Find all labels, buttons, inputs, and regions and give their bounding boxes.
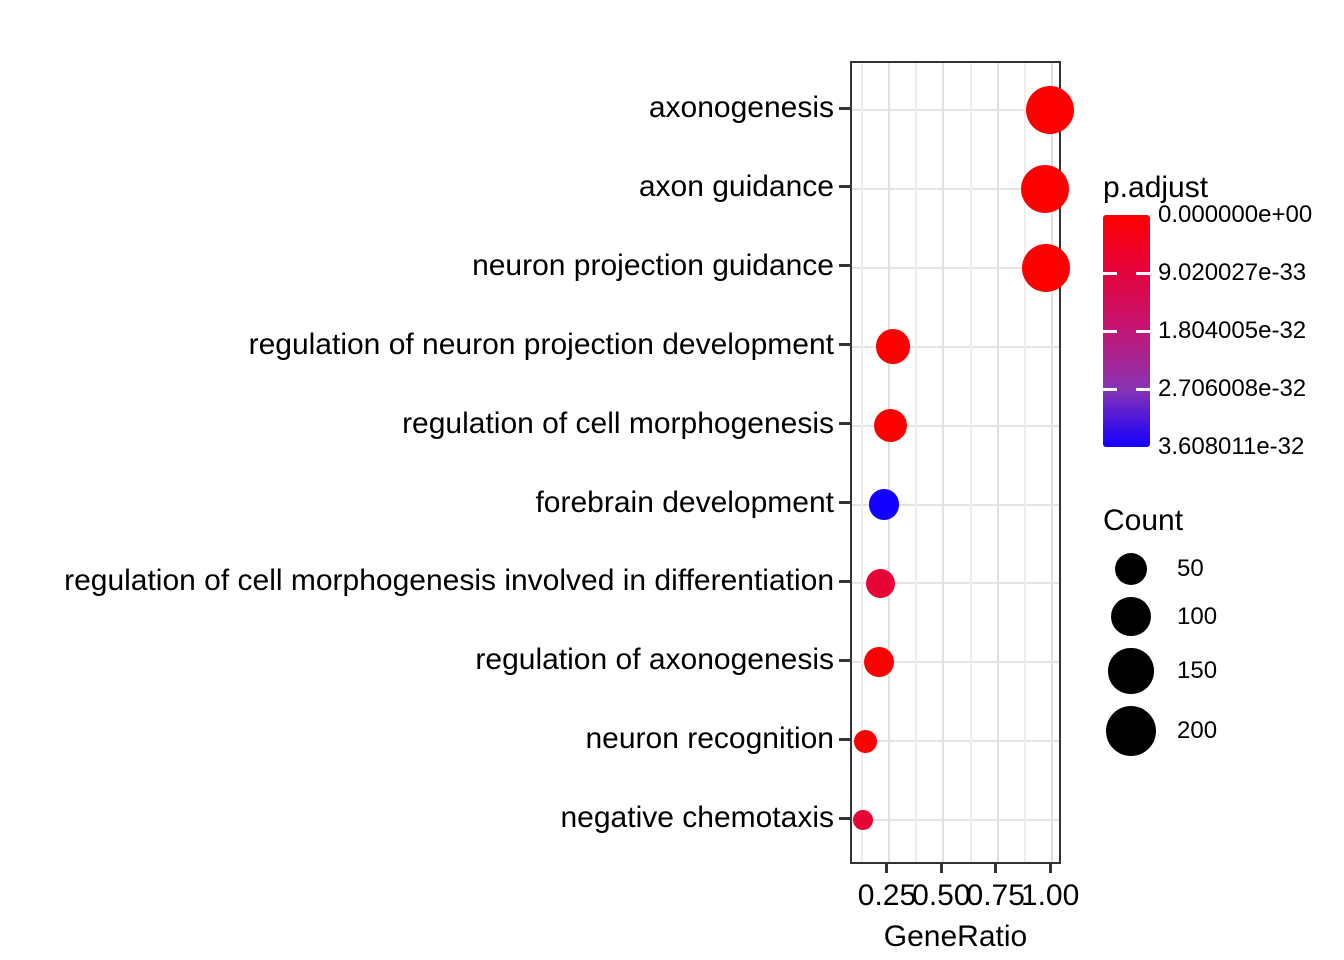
count-legend-key [1111,597,1151,637]
y-tick-label: axonogenesis [648,91,834,124]
y-axis-tick [839,737,850,741]
y-axis-tick [839,106,850,110]
y-axis-tick [839,816,850,820]
x-tick-label: 0.25 [857,879,917,912]
y-tick-label: regulation of neuron projection developm… [248,327,834,361]
count-legend-label: 150 [1177,657,1218,685]
colorbar-tick [1103,387,1117,391]
y-tick-label: forebrain development [535,485,834,519]
horizontal-gridline [852,819,1059,822]
data-point [865,568,895,598]
vertical-gridline-major [887,63,890,862]
data-point [875,329,911,364]
colorbar-tick [1103,329,1117,333]
horizontal-gridline [852,345,1059,348]
colorbar-tick-label: 0.000000e+00 [1158,201,1313,228]
y-tick-label: regulation of cell morphogenesis involve… [64,564,834,598]
vertical-gridline-major [1051,63,1054,862]
count-legend-key [1114,552,1147,585]
count-legend-label: 200 [1177,716,1218,744]
vertical-gridline-major [942,63,945,862]
horizontal-gridline [852,424,1059,427]
horizontal-gridline [852,503,1059,506]
x-axis-title: GeneRatio [883,920,1028,953]
colorbar-tick [1136,329,1150,333]
y-tick-label: neuron recognition [585,722,834,756]
vertical-gridline-minor [860,63,863,862]
data-point [853,810,873,830]
count-legend-title: Count [1103,504,1184,537]
y-tick-label: regulation of cell morphogenesis [402,406,834,440]
y-axis-tick [839,264,850,268]
x-tick-label: 0.75 [966,879,1025,912]
x-axis-tick [994,864,998,873]
count-legend-key [1108,648,1154,694]
vertical-gridline-minor [1023,63,1026,862]
y-axis-tick [839,343,850,347]
count-legend-key [1105,705,1156,756]
vertical-gridline-major [996,63,999,862]
y-tick-label: regulation of axonogenesis [475,643,834,677]
colorbar-tick-label: 2.706008e-32 [1158,375,1307,402]
data-point [868,489,900,520]
count-legend-label: 100 [1177,602,1218,630]
y-axis-tick [839,501,850,504]
y-axis-tick [839,185,850,189]
y-axis-tick [839,579,850,583]
y-tick-label: neuron projection guidance [472,248,834,282]
horizontal-gridline [852,661,1059,664]
colorbar-tick-label: 1.804005e-32 [1158,317,1307,344]
x-tick-label: 0.50 [912,879,971,912]
padjust-legend-title: p.adjust [1103,171,1209,204]
data-point [1021,243,1071,292]
data-point [854,729,877,753]
plot-panel [850,61,1075,864]
y-axis-tick [839,658,850,662]
x-axis-tick [885,864,889,873]
data-point [873,409,907,443]
horizontal-gridline [852,266,1059,269]
y-axis-tick [839,422,850,426]
colorbar-tick [1136,387,1150,391]
count-legend-label: 50 [1177,555,1204,582]
x-axis-tick [939,864,943,873]
colorbar-tick-label: 3.608011e-32 [1158,433,1305,460]
horizontal-gridline [852,740,1059,743]
data-point [1025,85,1075,135]
horizontal-gridline [852,109,1059,111]
horizontal-gridline [852,582,1059,585]
data-point [863,647,895,678]
data-point [1021,164,1070,213]
colorbar-tick-label: 9.020027e-33 [1158,259,1307,286]
x-axis-tick [1048,864,1052,873]
vertical-gridline-minor [915,63,918,862]
x-tick-label: 1.00 [1020,879,1080,912]
horizontal-gridline [852,187,1059,190]
y-tick-label: axon guidance [638,169,834,203]
y-tick-label: negative chemotaxis [560,801,835,835]
colorbar-tick [1136,271,1150,275]
vertical-gridline-minor [969,63,972,862]
colorbar-tick [1103,271,1117,275]
